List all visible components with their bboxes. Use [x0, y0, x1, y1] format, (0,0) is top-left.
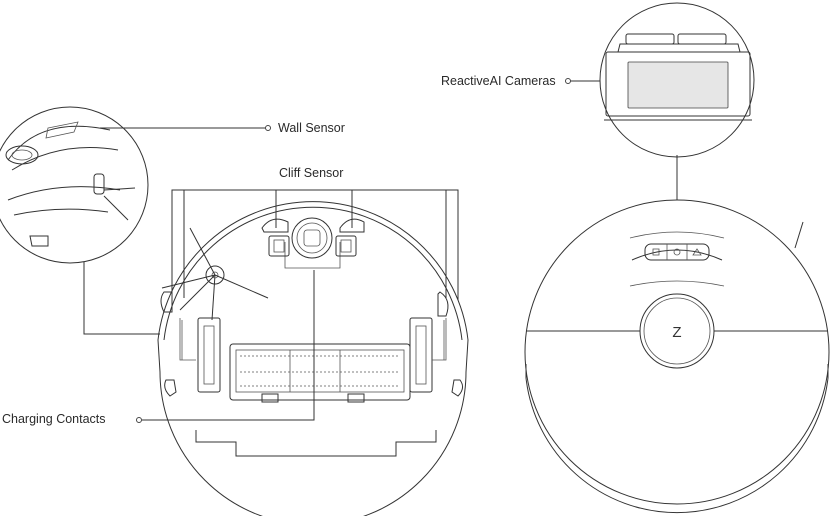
cliff-sensor-left	[261, 218, 290, 257]
side-brush	[161, 227, 269, 321]
charging-contacts-label: Charging Contacts	[2, 412, 106, 426]
wall-sensor-zoom	[0, 106, 271, 335]
button-panel	[631, 243, 723, 261]
cliff-sensor-right	[335, 218, 365, 257]
cliff-sensor-label: Cliff Sensor	[279, 166, 344, 180]
left-wheel	[197, 317, 221, 393]
cliff-sensor-leader	[171, 189, 459, 308]
robot-top-view: Z	[524, 155, 830, 514]
top-lid: Z	[639, 293, 715, 369]
charging-contacts-leader	[136, 270, 315, 423]
robot-bottom-view	[157, 201, 469, 516]
right-wheel	[409, 317, 433, 393]
logo-glyph: Z	[672, 324, 681, 341]
main-brush	[229, 343, 411, 403]
wall-sensor-label: Wall Sensor	[278, 121, 345, 135]
camera-zoom	[565, 2, 755, 158]
reactiveai-cameras-label: ReactiveAI Cameras	[441, 74, 556, 88]
